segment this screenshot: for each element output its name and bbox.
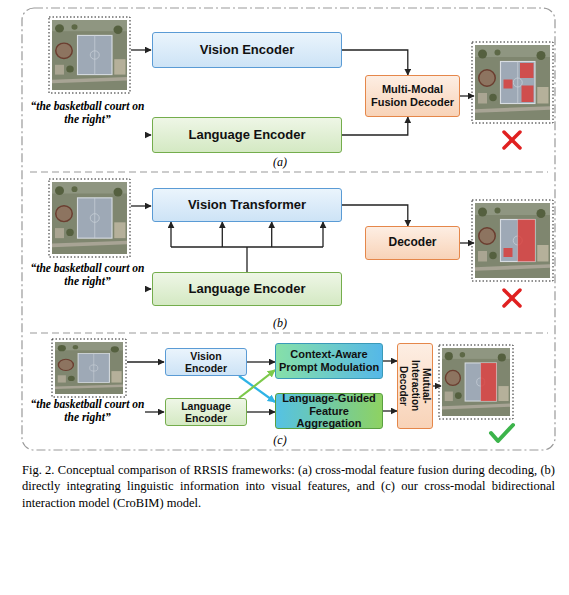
dotted-frame [49, 17, 130, 93]
box-label: Mutual-Interaction Decoder [398, 346, 433, 426]
panel-divider [30, 333, 548, 334]
output-arrow [433, 385, 441, 386]
dotted-frame [472, 200, 553, 281]
panel-label: (b) [265, 316, 295, 331]
figure-caption: Fig. 2. Conceptual comparison of RRSIS f… [22, 462, 555, 511]
output-image [439, 345, 513, 419]
input-arrow [145, 288, 151, 289]
aerial-image [52, 182, 127, 254]
input-arrow [145, 134, 151, 135]
box-label: Decoder [388, 236, 436, 250]
connector-line [171, 246, 323, 247]
connector [342, 117, 408, 135]
dotted-frame [52, 339, 126, 397]
connector-line [342, 205, 408, 226]
segmentation-mask [504, 63, 534, 102]
outer-frame [22, 8, 555, 450]
encoder-box: Vision Encoder [165, 348, 247, 376]
dotted-frame [472, 42, 553, 123]
input-arrow [127, 361, 164, 362]
connector [171, 222, 323, 272]
correct-mark [491, 425, 513, 441]
connector [383, 361, 397, 362]
connector-line [271, 222, 272, 247]
connector-line [170, 222, 171, 247]
connector-line [322, 222, 323, 247]
mask-region [520, 63, 534, 78]
connector-line [383, 360, 397, 361]
mask-region [522, 86, 534, 103]
wrong-mark [504, 290, 520, 306]
encoder-box: Language Encoder [152, 272, 342, 306]
connector [383, 411, 397, 412]
segmentation-mask [504, 220, 536, 262]
connector [342, 50, 408, 75]
box-label: Language-Guided Feature Aggregation [278, 392, 380, 430]
module-box: Context-Aware Prompt Modulation [275, 343, 383, 379]
encoder-box: Language Encoder [152, 117, 342, 153]
connector-line [383, 410, 397, 411]
dotted-frame [49, 179, 130, 257]
mask-region [504, 80, 513, 89]
box-label: Language Encoder [188, 282, 305, 297]
mask-region [481, 363, 497, 401]
mask-region [518, 220, 535, 262]
aerial-image [475, 203, 550, 278]
encoder-box: Vision Encoder [152, 32, 342, 68]
input-image [49, 179, 130, 257]
cross-stroke [504, 290, 520, 306]
box-label: Multi-Modal Fusion Decoder [368, 83, 457, 108]
connector-line [342, 50, 408, 75]
box-label: Vision Encoder [168, 350, 244, 374]
connector [247, 412, 275, 413]
output-image [472, 42, 553, 123]
input-image [49, 17, 130, 93]
decoder-box: Decoder [365, 226, 460, 260]
wrong-mark [504, 132, 520, 148]
connector-line [342, 117, 408, 135]
connector-line [247, 361, 275, 362]
connector [247, 362, 275, 363]
panel-label: (c) [265, 433, 295, 448]
connector-line [246, 247, 247, 272]
dotted-frame [439, 345, 513, 419]
decoder-box: Mutual-Interaction Decoder [397, 343, 433, 429]
aerial-image [475, 45, 550, 120]
connector [342, 205, 408, 226]
connector-line [247, 411, 275, 412]
aerial-image [55, 342, 123, 394]
output-arrow [460, 95, 474, 96]
box-label: Context-Aware Prompt Modulation [278, 348, 380, 373]
input-image [52, 339, 126, 397]
encoder-box: Language Encoder [165, 398, 247, 426]
output-image [472, 200, 553, 281]
input-arrow [145, 411, 164, 412]
cross-stroke [504, 290, 520, 306]
box-label: Language Encoder [188, 128, 305, 143]
aerial-image [52, 20, 127, 90]
transformer-box: Vision Transformer [152, 188, 342, 222]
module-box: Language-Guided Feature Aggregation [275, 393, 383, 429]
query-text: “the basketball court on the right” [30, 398, 145, 424]
box-label: Language Encoder [168, 400, 244, 424]
cross-stroke [504, 132, 520, 148]
aerial-image [442, 348, 510, 416]
query-text: “the basketball court on the right” [30, 100, 145, 126]
connector-line [222, 222, 223, 247]
input-arrow [131, 205, 151, 206]
panel-label: (a) [265, 155, 295, 170]
cross-stroke [504, 132, 520, 148]
segmentation-mask [481, 363, 497, 401]
decoder-box: Multi-Modal Fusion Decoder [365, 75, 460, 117]
box-label: Vision Encoder [200, 43, 294, 58]
input-arrow [131, 49, 151, 50]
mask-region [504, 248, 513, 257]
output-arrow [460, 242, 474, 243]
panel-divider [30, 172, 548, 173]
box-label: Vision Transformer [188, 198, 306, 213]
query-text: “the basketball court on the right” [30, 262, 145, 288]
